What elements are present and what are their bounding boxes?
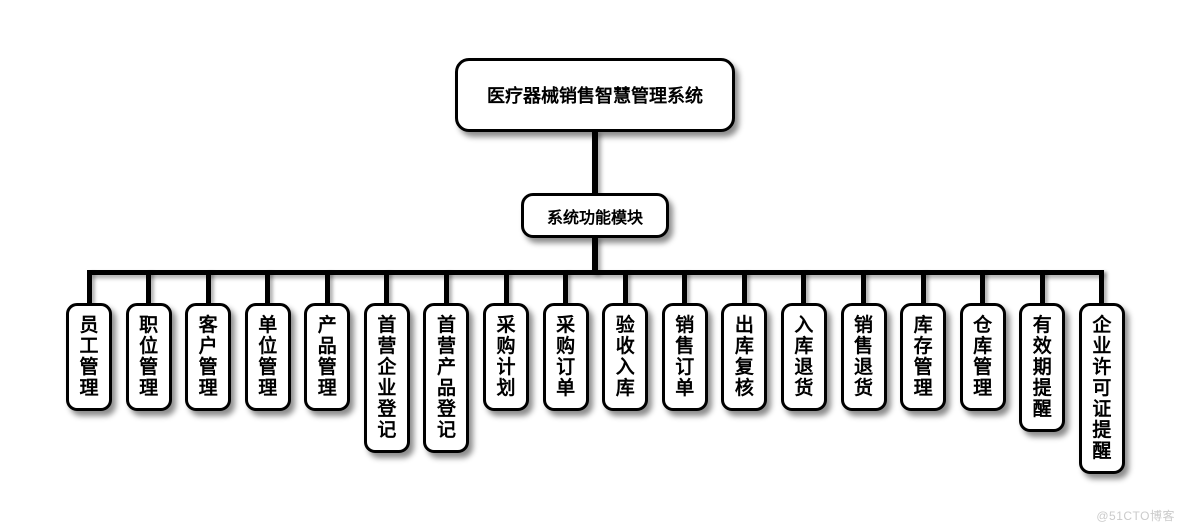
node-inbound-return: 入库退货 xyxy=(780,303,827,411)
node-sales-order: 销售订单 xyxy=(661,303,708,411)
connector-stub xyxy=(265,270,271,303)
node-position-management: 职位管理 xyxy=(125,303,172,411)
node-purchase-plan: 采购计划 xyxy=(483,303,530,411)
node-label: 有效期提醒 xyxy=(1032,315,1052,420)
node-label: 职位管理 xyxy=(139,315,159,399)
child-branch: 首营产品登记 xyxy=(421,270,471,453)
node-sales-return: 销售退货 xyxy=(840,303,887,411)
connector-stub xyxy=(324,270,330,303)
level2-label: 系统功能模块 xyxy=(546,209,643,227)
node-warehouse-management: 仓库管理 xyxy=(959,303,1006,411)
node-label: 采购订单 xyxy=(556,315,576,399)
node-label: 出库复核 xyxy=(734,315,754,399)
node-label: 入库退货 xyxy=(794,315,814,399)
bus-line xyxy=(89,270,1102,275)
connector-stub xyxy=(384,270,390,303)
connector-stub xyxy=(980,270,986,303)
node-customer-management: 客户管理 xyxy=(185,303,232,411)
node-label: 销售订单 xyxy=(675,315,695,399)
child-branch: 职位管理 xyxy=(124,270,174,411)
child-branch: 出库复核 xyxy=(719,270,769,411)
node-label: 企业许可证提醒 xyxy=(1092,315,1112,462)
node-label: 验收入库 xyxy=(615,315,635,399)
node-enterprise-license-reminder: 企业许可证提醒 xyxy=(1078,303,1125,474)
node-label: 首营企业登记 xyxy=(377,315,397,441)
node-label: 首营产品登记 xyxy=(436,315,456,441)
child-branch: 采购计划 xyxy=(481,270,531,411)
node-label: 单位管理 xyxy=(258,315,278,399)
node-expiry-reminder: 有效期提醒 xyxy=(1019,303,1066,432)
node-label: 仓库管理 xyxy=(973,315,993,399)
child-branch: 产品管理 xyxy=(302,270,352,411)
node-label: 客户管理 xyxy=(198,315,218,399)
node-acceptance-inbound: 验收入库 xyxy=(602,303,649,411)
node-product-management: 产品管理 xyxy=(304,303,351,411)
node-outbound-review: 出库复核 xyxy=(721,303,768,411)
node-inventory-management: 库存管理 xyxy=(900,303,947,411)
connector-stub xyxy=(1099,270,1105,303)
connector-stub xyxy=(205,270,211,303)
node-label: 产品管理 xyxy=(317,315,337,399)
connector-stub xyxy=(146,270,152,303)
watermark-51cto: @51CTO博客 xyxy=(1096,509,1175,523)
child-branch: 仓库管理 xyxy=(958,270,1008,411)
connector-stub xyxy=(443,270,449,303)
connector-stub xyxy=(801,270,807,303)
node-label: 销售退货 xyxy=(854,315,874,399)
child-branch: 库存管理 xyxy=(898,270,948,411)
node-first-enterprise-registration: 首营企业登记 xyxy=(363,303,410,453)
child-branch: 销售退货 xyxy=(839,270,889,411)
node-system-root: 医疗器械销售智慧管理系统 xyxy=(455,58,735,132)
connector-stub xyxy=(1039,270,1045,303)
child-branch: 验收入库 xyxy=(600,270,650,411)
node-function-modules: 系统功能模块 xyxy=(521,193,669,238)
node-label: 员工管理 xyxy=(79,315,99,399)
child-branch: 单位管理 xyxy=(243,270,293,411)
connector-stub xyxy=(682,270,688,303)
node-purchase-order: 采购订单 xyxy=(542,303,589,411)
connector-stub xyxy=(622,270,628,303)
connector-stub xyxy=(86,270,92,303)
node-first-product-registration: 首营产品登记 xyxy=(423,303,470,453)
connector-level2-to-bus xyxy=(592,236,598,273)
connector-stub xyxy=(741,270,747,303)
connector-stub xyxy=(503,270,509,303)
child-branch: 有效期提醒 xyxy=(1017,270,1067,432)
child-branch: 企业许可证提醒 xyxy=(1077,270,1127,474)
connector-stub xyxy=(920,270,926,303)
child-branch: 首营企业登记 xyxy=(362,270,412,453)
node-unit-management: 单位管理 xyxy=(244,303,291,411)
node-label: 库存管理 xyxy=(913,315,933,399)
node-label: 采购计划 xyxy=(496,315,516,399)
child-branch: 客户管理 xyxy=(183,270,233,411)
children-row: 员工管理 职位管理 客户管理 单位管理 产品管理 xyxy=(64,270,1127,474)
connector-stub xyxy=(563,270,569,303)
child-branch: 采购订单 xyxy=(541,270,591,411)
connector-stub xyxy=(861,270,867,303)
connector-root-to-level2 xyxy=(592,130,598,195)
root-label: 医疗器械销售智慧管理系统 xyxy=(487,86,703,106)
child-branch: 销售订单 xyxy=(660,270,710,411)
child-branch: 入库退货 xyxy=(779,270,829,411)
child-branch: 员工管理 xyxy=(64,270,114,411)
node-employee-management: 员工管理 xyxy=(66,303,112,411)
